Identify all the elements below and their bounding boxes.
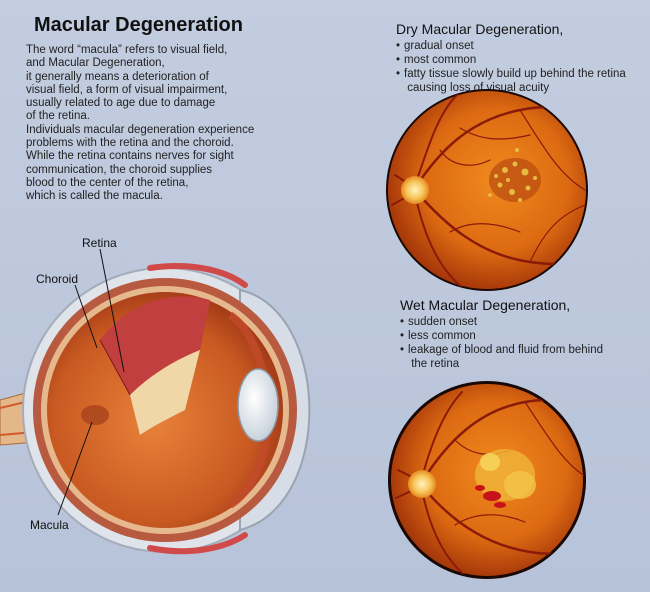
- intro-line: and Macular Degeneration,: [26, 57, 165, 70]
- intro-line: The word “macula” refers to visual field…: [26, 44, 228, 56]
- intro-line: blood to the center of the retina,: [26, 176, 189, 189]
- intro-line: of the retina.: [26, 110, 90, 123]
- intro-paragraph: The word “macula” refers to visual field…: [26, 44, 326, 204]
- intro-line: While the retina contains nerves for sig…: [26, 150, 234, 163]
- intro-line: it generally means a deterioration of: [26, 70, 209, 83]
- intro-line: visual field, a form of visual impairmen…: [26, 83, 228, 96]
- page-title: Macular Degeneration: [34, 14, 243, 36]
- intro-line: Individuals macular degeneration experie…: [26, 123, 255, 136]
- dry-bullet: •gradual onset: [396, 40, 474, 52]
- wet-fundus-image: [388, 381, 586, 579]
- wet-bullet: •sudden onset: [400, 316, 478, 328]
- intro-line: communication, the choroid supplies: [26, 163, 213, 176]
- wet-bullet-list: •sudden onset •less common •leakage of b…: [400, 315, 603, 371]
- intro-line: which is called the macula.: [26, 190, 163, 203]
- dry-fundus-image: [386, 89, 588, 291]
- wet-bullet: the retina: [408, 358, 460, 370]
- macula-label: Macula: [30, 518, 69, 532]
- wet-bullet: •leakage of blood and fluid from behind: [400, 344, 604, 356]
- dry-bullet-list: •gradual onset •most common •fatty tissu…: [396, 39, 626, 95]
- intro-line: usually related to age due to damage: [26, 97, 216, 110]
- dry-bullet: causing loss of visual acuity: [404, 82, 550, 94]
- dry-bullet: •fatty tissue slowly build up behind the…: [396, 68, 626, 80]
- intro-line: problems with the retina and the choroid…: [26, 137, 234, 150]
- dry-heading: Dry Macular Degeneration,: [396, 21, 564, 37]
- wet-heading: Wet Macular Degeneration,: [400, 297, 571, 313]
- retina-label: Retina: [82, 236, 117, 250]
- choroid-label: Choroid: [36, 272, 79, 286]
- wet-bullet: •less common: [400, 330, 476, 342]
- dry-bullet: •most common: [396, 54, 477, 66]
- eye-cross-section: [0, 248, 311, 555]
